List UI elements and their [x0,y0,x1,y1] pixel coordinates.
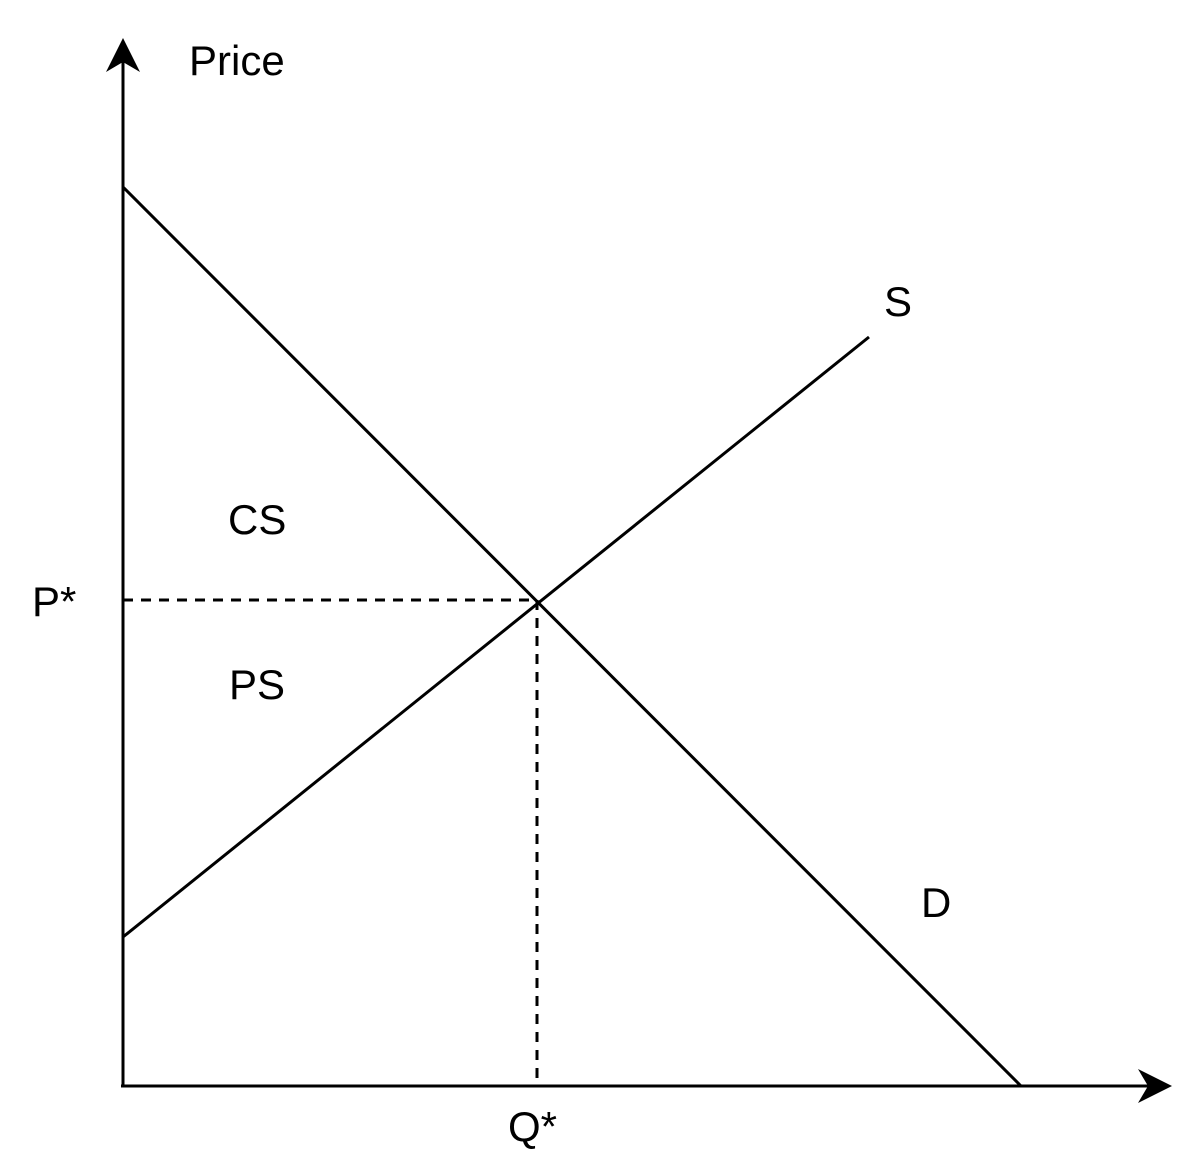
x-axis-arrowhead [1138,1069,1172,1103]
consumer-surplus-label: CS [228,496,286,543]
producer-surplus-label: PS [229,661,285,708]
equilibrium-quantity-label: Q* [508,1103,557,1150]
y-axis-label: Price [189,37,285,84]
supply-label: S [884,278,912,325]
supply-curve [122,335,870,939]
demand-label: D [921,879,951,926]
demand-curve [121,185,1023,1088]
equilibrium-price-label: P* [32,578,76,625]
y-axis-arrowhead [106,38,140,72]
